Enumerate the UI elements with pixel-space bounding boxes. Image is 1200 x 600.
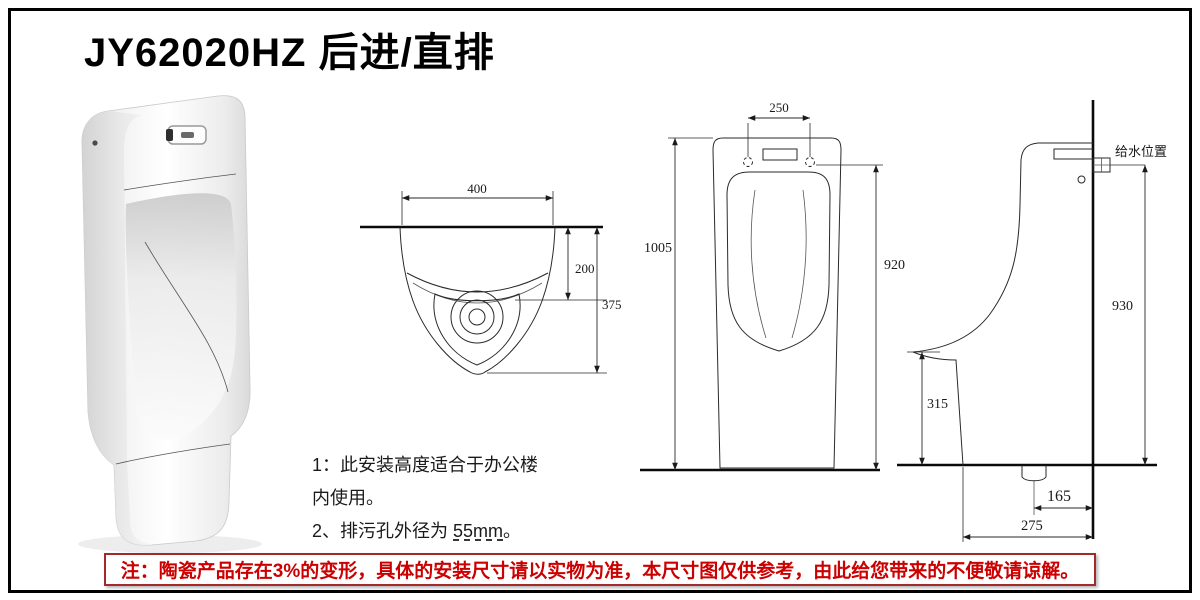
bowl-inner-right <box>791 189 807 339</box>
bowl-interior <box>125 193 237 440</box>
drain-diameter-value: 55mm <box>453 521 504 541</box>
drain-outlet <box>1021 465 1047 482</box>
installation-notes: 1：此安装高度适合于办公楼 内使用。 2、排污孔外径为 55mm。 <box>312 449 652 548</box>
disclaimer-text: 注：陶瓷产品存在3%的变形，具体的安装尺寸请以实物为准，本尺寸图仅供参考，由此给… <box>120 561 1080 582</box>
urinal-left-panel <box>81 111 153 546</box>
dim-side-supply-height: 930 <box>1112 299 1133 314</box>
bowl-contour <box>144 241 229 393</box>
top-view-drawing: 400 200 375 <box>360 181 622 375</box>
dim-front-total-height: 1005 <box>644 241 672 256</box>
sump-outline <box>433 293 521 366</box>
mount-hole-right <box>805 157 815 167</box>
side-view-drawing: 给水位置 930 315 165 275 <box>897 100 1167 542</box>
note-line-1: 1：此安装高度适合于办公楼 <box>312 455 539 475</box>
drain-circle-mid <box>459 299 495 335</box>
dim-top-total-depth: 375 <box>602 297 622 312</box>
dim-side-depth: 275 <box>1021 518 1043 534</box>
dim-top-width: 400 <box>467 181 487 196</box>
dim-front-inlet-spacing: 250 <box>769 100 789 115</box>
drain-circle-inner <box>468 308 486 326</box>
dim-top-drain-depth: 200 <box>575 261 595 276</box>
sensor-window <box>166 125 207 145</box>
rim-arc-1 <box>406 272 549 293</box>
page-title: JY62020HZ 后进/直排 <box>84 31 495 75</box>
dim-front-inlet-height: 920 <box>884 258 905 273</box>
drain-circle-outer <box>450 290 504 344</box>
bowl-opening <box>726 171 831 352</box>
sensor-window-front <box>762 148 798 161</box>
bowl-inner-left <box>750 189 767 339</box>
front-view-drawing: 250 1005 920 <box>640 100 905 472</box>
dim-side-rim-height: 315 <box>927 397 948 412</box>
water-supply-label: 给水位置 <box>1115 144 1167 159</box>
note-line-3: 2、排污孔外径为 55mm。 <box>312 521 522 541</box>
fascia-edge <box>123 173 237 191</box>
mount-hole-left <box>743 157 753 167</box>
front-view-outline <box>712 137 842 469</box>
water-inlet-symbol <box>1092 157 1111 173</box>
spud-outline <box>1053 148 1093 160</box>
note-line-2: 内使用。 <box>312 488 384 508</box>
rim-arc-2 <box>412 282 543 304</box>
side-fixing-dot <box>92 140 98 146</box>
side-profile <box>912 142 1093 466</box>
product-photo <box>78 95 262 553</box>
fixing-hole-side <box>1077 175 1086 184</box>
photo-floor-shadow <box>78 535 262 553</box>
disclaimer-box: 注：陶瓷产品存在3%的变形，具体的安装尺寸请以实物为准，本尺寸图仅供参考，由此给… <box>104 553 1096 586</box>
dim-side-drain-offset: 165 <box>1047 488 1071 505</box>
pedestal-seam <box>115 443 231 465</box>
top-view-outline <box>399 226 556 375</box>
